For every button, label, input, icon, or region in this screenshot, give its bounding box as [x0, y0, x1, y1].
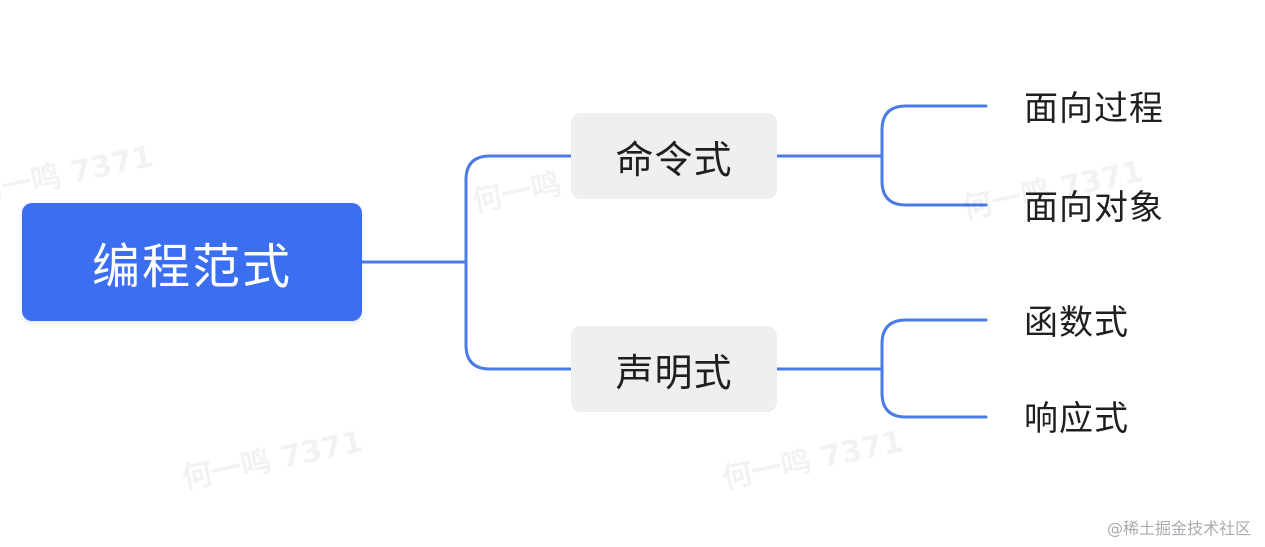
leaf-node-object-oriented[interactable]: 面向对象	[1024, 179, 1164, 229]
branch-node-imperative[interactable]: 命令式	[571, 113, 777, 199]
root-node[interactable]: 编程范式	[22, 203, 362, 321]
branch-node-label: 声明式	[615, 350, 733, 395]
leaf-node-label: 函数式	[1024, 302, 1129, 343]
leaf-node-label: 面向过程	[1024, 88, 1164, 129]
root-node-label: 编程范式	[91, 239, 292, 295]
leaf-node-functional[interactable]: 函数式	[1024, 294, 1129, 344]
leaf-node-procedural[interactable]: 面向过程	[1024, 80, 1164, 130]
leaf-node-label: 响应式	[1024, 398, 1129, 439]
connector-root-to-branch-1	[464, 154, 573, 264]
connector-branch-2-to-leaf-4	[880, 367, 988, 419]
branch-node-label: 命令式	[615, 137, 733, 182]
connector-branch-2-to-leaf-3	[880, 318, 988, 371]
connector-branch-1-to-leaf-1	[880, 104, 988, 158]
leaf-node-label: 面向对象	[1024, 187, 1164, 228]
branch-node-declarative[interactable]: 声明式	[571, 326, 777, 412]
connector-root-to-branch-2	[464, 260, 573, 371]
leaf-node-reactive[interactable]: 响应式	[1024, 390, 1129, 440]
source-credit: @稀土掘金技术社区	[1106, 519, 1251, 538]
connector-branch-1-to-leaf-2	[880, 154, 988, 207]
